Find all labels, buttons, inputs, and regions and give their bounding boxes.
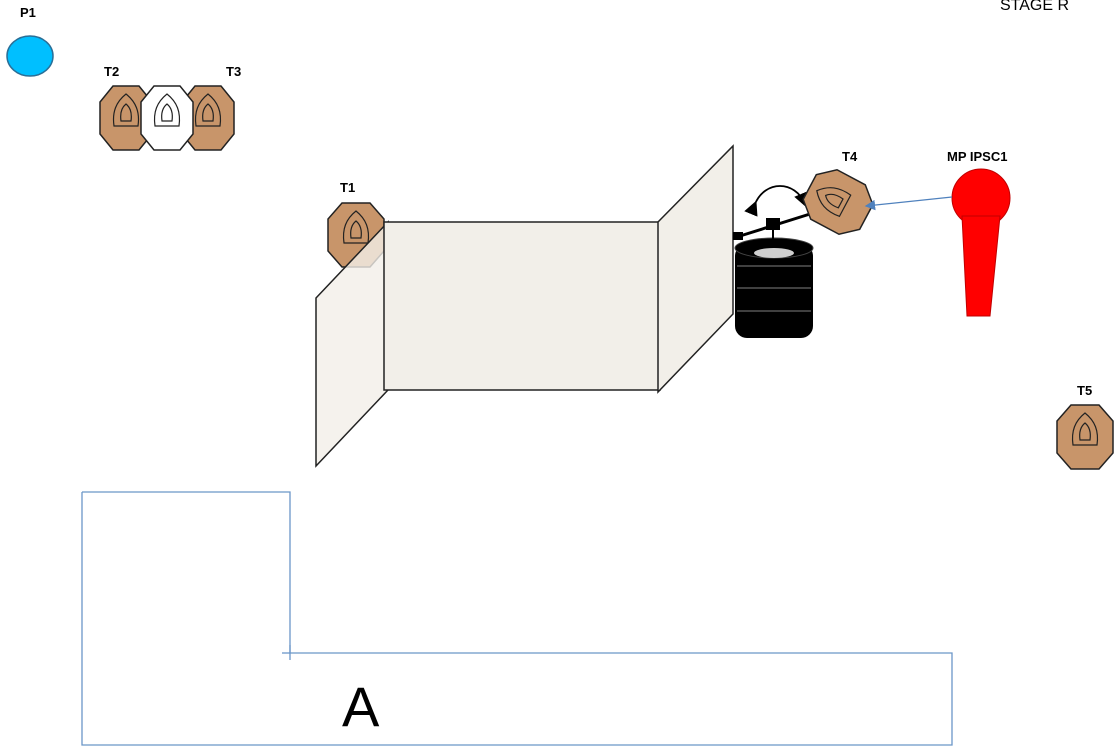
label-p1: P1 (20, 5, 36, 20)
label-t4: T4 (842, 149, 858, 164)
target-t2 (99, 85, 153, 151)
stage-title: STAGE R (1000, 0, 1069, 14)
swing-motion-arrow (744, 185, 808, 217)
activation-link-arrow (864, 196, 953, 211)
start-position-p1 (6, 35, 54, 77)
drum-stack (733, 185, 814, 338)
wall-center-panel (383, 221, 661, 391)
wall-right-panel (657, 144, 734, 394)
no-shoot-target (140, 85, 194, 151)
label-t3: T3 (226, 64, 241, 79)
swing-arm (739, 212, 811, 238)
area-label-a: A (342, 675, 380, 738)
wall-barricade (315, 144, 734, 468)
target-t4 (802, 168, 874, 236)
label-t5: T5 (1077, 383, 1092, 398)
label-mp-ipsc1: MP IPSC1 (947, 149, 1007, 164)
shooting-area-a-boundary (81, 491, 953, 746)
label-t1: T1 (340, 180, 355, 195)
target-t5 (1056, 404, 1114, 470)
mini-popper-mp-ipsc1 (951, 168, 1011, 317)
label-t2: T2 (104, 64, 119, 79)
